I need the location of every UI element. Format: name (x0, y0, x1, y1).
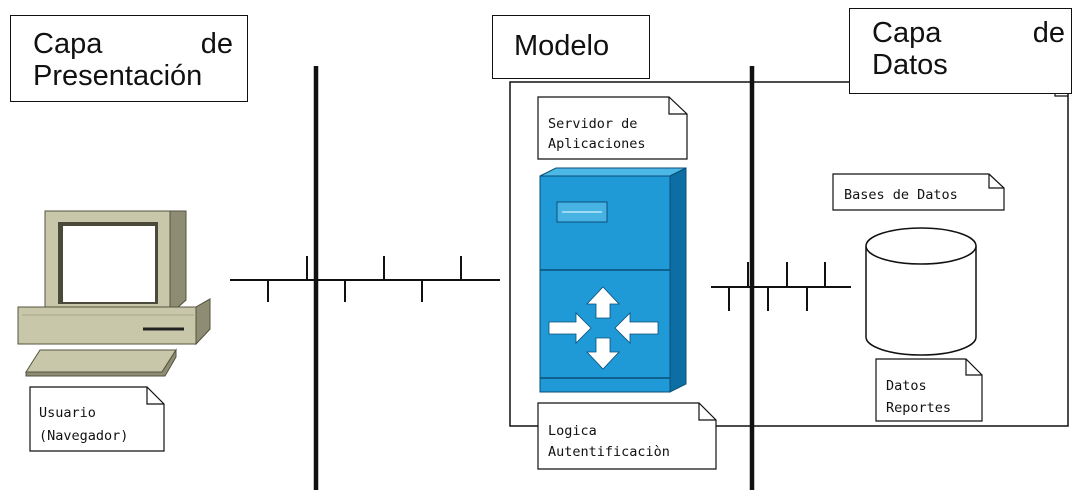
note-datos-line2: Reportes (886, 400, 951, 416)
note-servidor: Servidor de Aplicaciones (537, 96, 688, 160)
presentation-layer-label: Capa de Presentación (10, 15, 248, 102)
data-word2: de (1032, 17, 1065, 49)
network-link-model-data (711, 262, 851, 311)
note-usuario: Usuario (Navegador) (29, 386, 165, 452)
presentation-word3: Presentación (33, 60, 203, 93)
network-link-presentation-model (230, 256, 500, 302)
server-icon (539, 167, 687, 393)
note-bases-line1: Bases de Datos (844, 187, 958, 203)
model-layer-label: Modelo (492, 15, 650, 79)
database-cylinder-icon (865, 227, 977, 356)
note-usuario-line2: (Navegador) (39, 428, 128, 444)
presentation-word2: de (200, 28, 233, 60)
note-datos: Datos Reportes (875, 358, 983, 422)
computer-screen (63, 226, 155, 302)
note-logica-line1: Logica (548, 423, 597, 439)
note-datos-line1: Datos (886, 378, 927, 394)
data-word1: Capa (872, 17, 942, 49)
server-arrows-icon (548, 286, 659, 370)
note-logica: Logica Autentificaciòn (537, 402, 717, 470)
model-container-frame (509, 81, 1069, 427)
computer-icon (17, 210, 211, 377)
note-bases: Bases de Datos (832, 173, 1005, 211)
data-layer-label: Capa de Datos (849, 8, 1072, 94)
note-logica-line2: Autentificaciòn (548, 444, 670, 460)
model-label-text: Modelo (514, 30, 610, 62)
note-servidor-line2: Aplicaciones (548, 136, 646, 152)
note-usuario-line1: Usuario (39, 405, 96, 421)
note-servidor-line1: Servidor de (548, 116, 637, 132)
data-word3: Datos (872, 49, 948, 82)
presentation-word1: Capa (33, 28, 103, 60)
